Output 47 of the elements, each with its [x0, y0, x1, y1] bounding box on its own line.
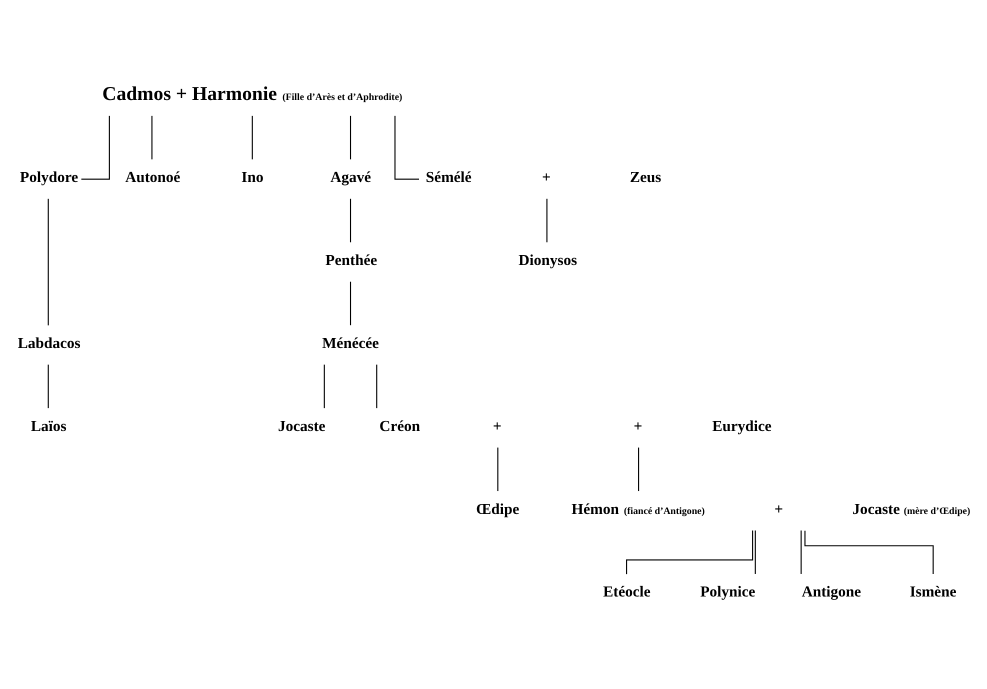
- node-label: (mère d’Œdipe): [903, 505, 970, 516]
- connector: [376, 364, 377, 408]
- connector: [546, 198, 547, 242]
- connector: [349, 115, 351, 159]
- connector: [150, 115, 152, 159]
- connector: [754, 530, 756, 574]
- node-text: Autonoé: [124, 168, 180, 186]
- node-text: Polydore: [19, 168, 78, 186]
- node-text: Polynice: [700, 583, 755, 600]
- node-text: +: [774, 500, 783, 518]
- node-text: Labdacos: [17, 334, 80, 352]
- connector: [804, 530, 934, 574]
- connector: [394, 115, 419, 180]
- node-text: Penthée: [324, 252, 377, 269]
- node-text: Zeus: [629, 168, 661, 186]
- node-text: Agavé: [330, 168, 371, 186]
- node-text: Œdipe: [475, 500, 519, 518]
- connector: [496, 447, 498, 491]
- node-text: Laïos: [30, 417, 66, 434]
- connector: [47, 364, 48, 408]
- node-text: Cadmos + Harmonie: [102, 82, 277, 104]
- node-text: +: [633, 417, 642, 434]
- connector: [251, 115, 252, 159]
- node-text: Hémon: [570, 500, 618, 518]
- node-text: +: [492, 417, 502, 434]
- connector: [800, 530, 802, 574]
- connector: [47, 198, 48, 325]
- connector: [349, 198, 351, 242]
- node-text: Jocaste: [277, 417, 325, 434]
- connector: [323, 364, 324, 408]
- node-text: Eurydice: [712, 417, 772, 434]
- node-text: Dionysos: [518, 252, 577, 269]
- node-text: Jocaste: [852, 500, 900, 518]
- node-text: Créon: [378, 417, 420, 434]
- connector: [80, 115, 110, 180]
- node-text: Etéocle: [602, 583, 650, 600]
- connector: [638, 447, 639, 491]
- connector: [626, 530, 753, 574]
- node-text: Antigone: [801, 583, 861, 600]
- connector: [349, 281, 351, 325]
- node-text: Sémélé: [425, 168, 472, 186]
- node-text: Ménécée: [322, 334, 378, 352]
- node-label: (Fille d’Arès et d’Aphrodite): [282, 91, 402, 102]
- node-text: +: [542, 168, 550, 186]
- node-text: Ismène: [909, 583, 956, 600]
- node-label: (fiancé d’Antigone): [623, 505, 704, 516]
- node-text: Ino: [240, 168, 263, 186]
